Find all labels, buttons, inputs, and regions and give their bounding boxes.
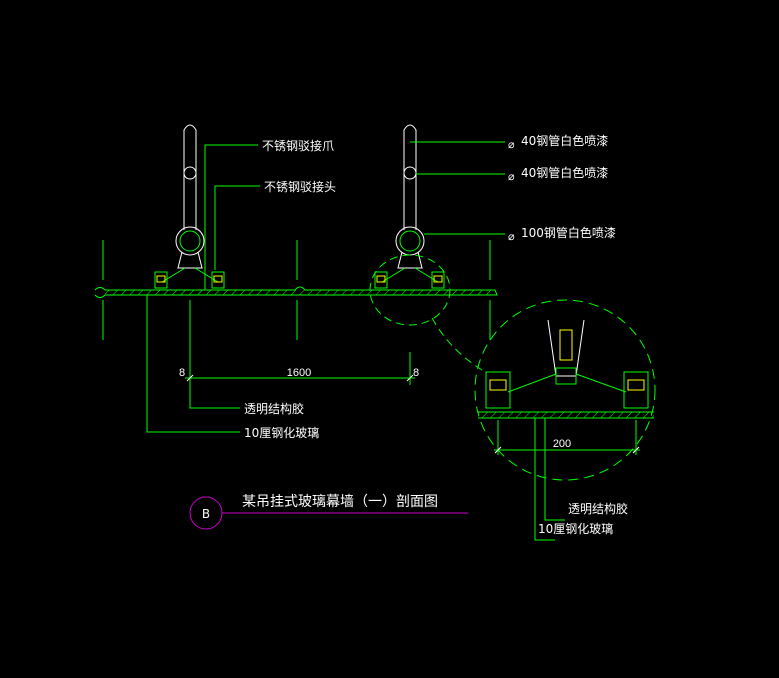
diameter-symbol-1: ⌀ [508, 139, 515, 151]
label-claw: 不锈钢驳接爪 [262, 138, 334, 153]
dim-left-end: 8 [179, 367, 185, 379]
label-glass: 10厘钢化玻璃 [244, 426, 319, 440]
detail-callout-circle [369, 254, 451, 326]
title-block: B 某吊挂式玻璃幕墙（一）剖面图 [189, 493, 468, 530]
label-joint: 不锈钢驳接头 [264, 179, 336, 194]
detail-callout-leader [431, 317, 483, 371]
dim-detail-span: 200 [553, 438, 571, 450]
dim-span: 1600 [287, 367, 311, 379]
label-pipe100: 100钢管白色喷漆 [521, 225, 616, 240]
label-detail-glass: 10厘钢化玻璃 [538, 522, 613, 536]
diameter-symbol-3: ⌀ [508, 231, 515, 243]
label-pipe40-a: 40钢管白色喷漆 [521, 133, 608, 148]
left-leaders [146, 144, 260, 433]
drawing-title: 某吊挂式玻璃幕墙（一）剖面图 [242, 493, 438, 510]
dim-right-end: 8 [413, 367, 419, 379]
detail-view [474, 299, 656, 541]
left-support [154, 124, 225, 289]
span-dimension [185, 352, 415, 385]
label-detail-sealant: 透明结构胶 [568, 501, 628, 516]
section-marker-letter: B [202, 507, 210, 521]
glass-panel [94, 240, 498, 340]
label-sealant: 透明结构胶 [244, 401, 304, 416]
right-support [374, 124, 445, 289]
right-leaders [410, 141, 505, 235]
diameter-symbol-2: ⌀ [508, 171, 515, 183]
label-pipe40-b: 40钢管白色喷漆 [521, 165, 608, 180]
